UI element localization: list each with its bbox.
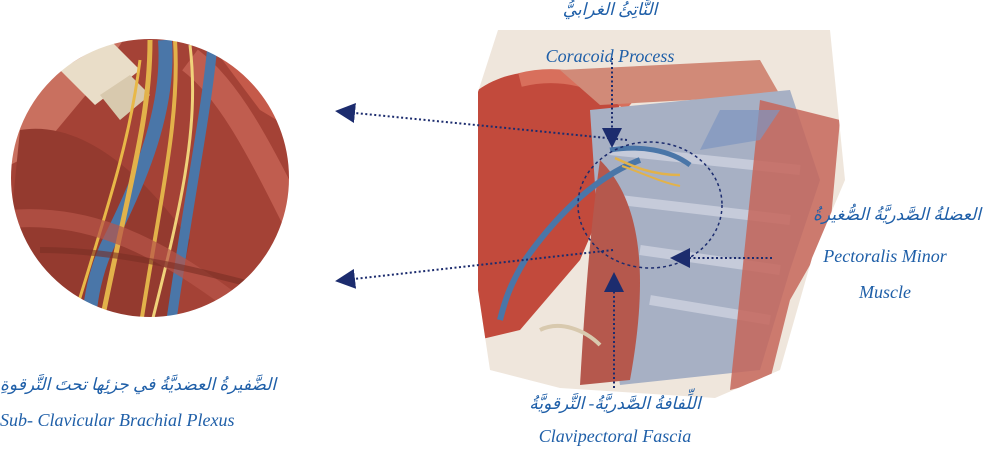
brachial-plexus-arabic-label: الضَّفيرةُ العضديَّةُ في جزئِها تحتَ الت… bbox=[0, 375, 290, 395]
clavipectoral-arabic-label: اللِّفافةُ الصَّدريَّةُ- التَّرقويَّةُ bbox=[505, 394, 725, 414]
coracoid-arabic-label: النَّاتِئُ الغرابيُّ bbox=[520, 0, 700, 20]
pectoralis-minor-english-label: Pectoralis Minor bbox=[790, 246, 980, 267]
pectoralis-minor-arabic-label: العضلةُ الصَّدريَّةُ الصُّغيرةُ bbox=[792, 205, 1002, 225]
clavipectoral-english-label: Clavipectoral Fascia bbox=[505, 426, 725, 447]
zoom-circle-illustration bbox=[0, 30, 310, 330]
brachial-plexus-english-label: Sub- Clavicular Brachial Plexus bbox=[0, 410, 300, 431]
coracoid-english-label: Coracoid Process bbox=[505, 46, 715, 67]
pectoralis-minor-english-label-line2: Muscle bbox=[790, 282, 980, 303]
